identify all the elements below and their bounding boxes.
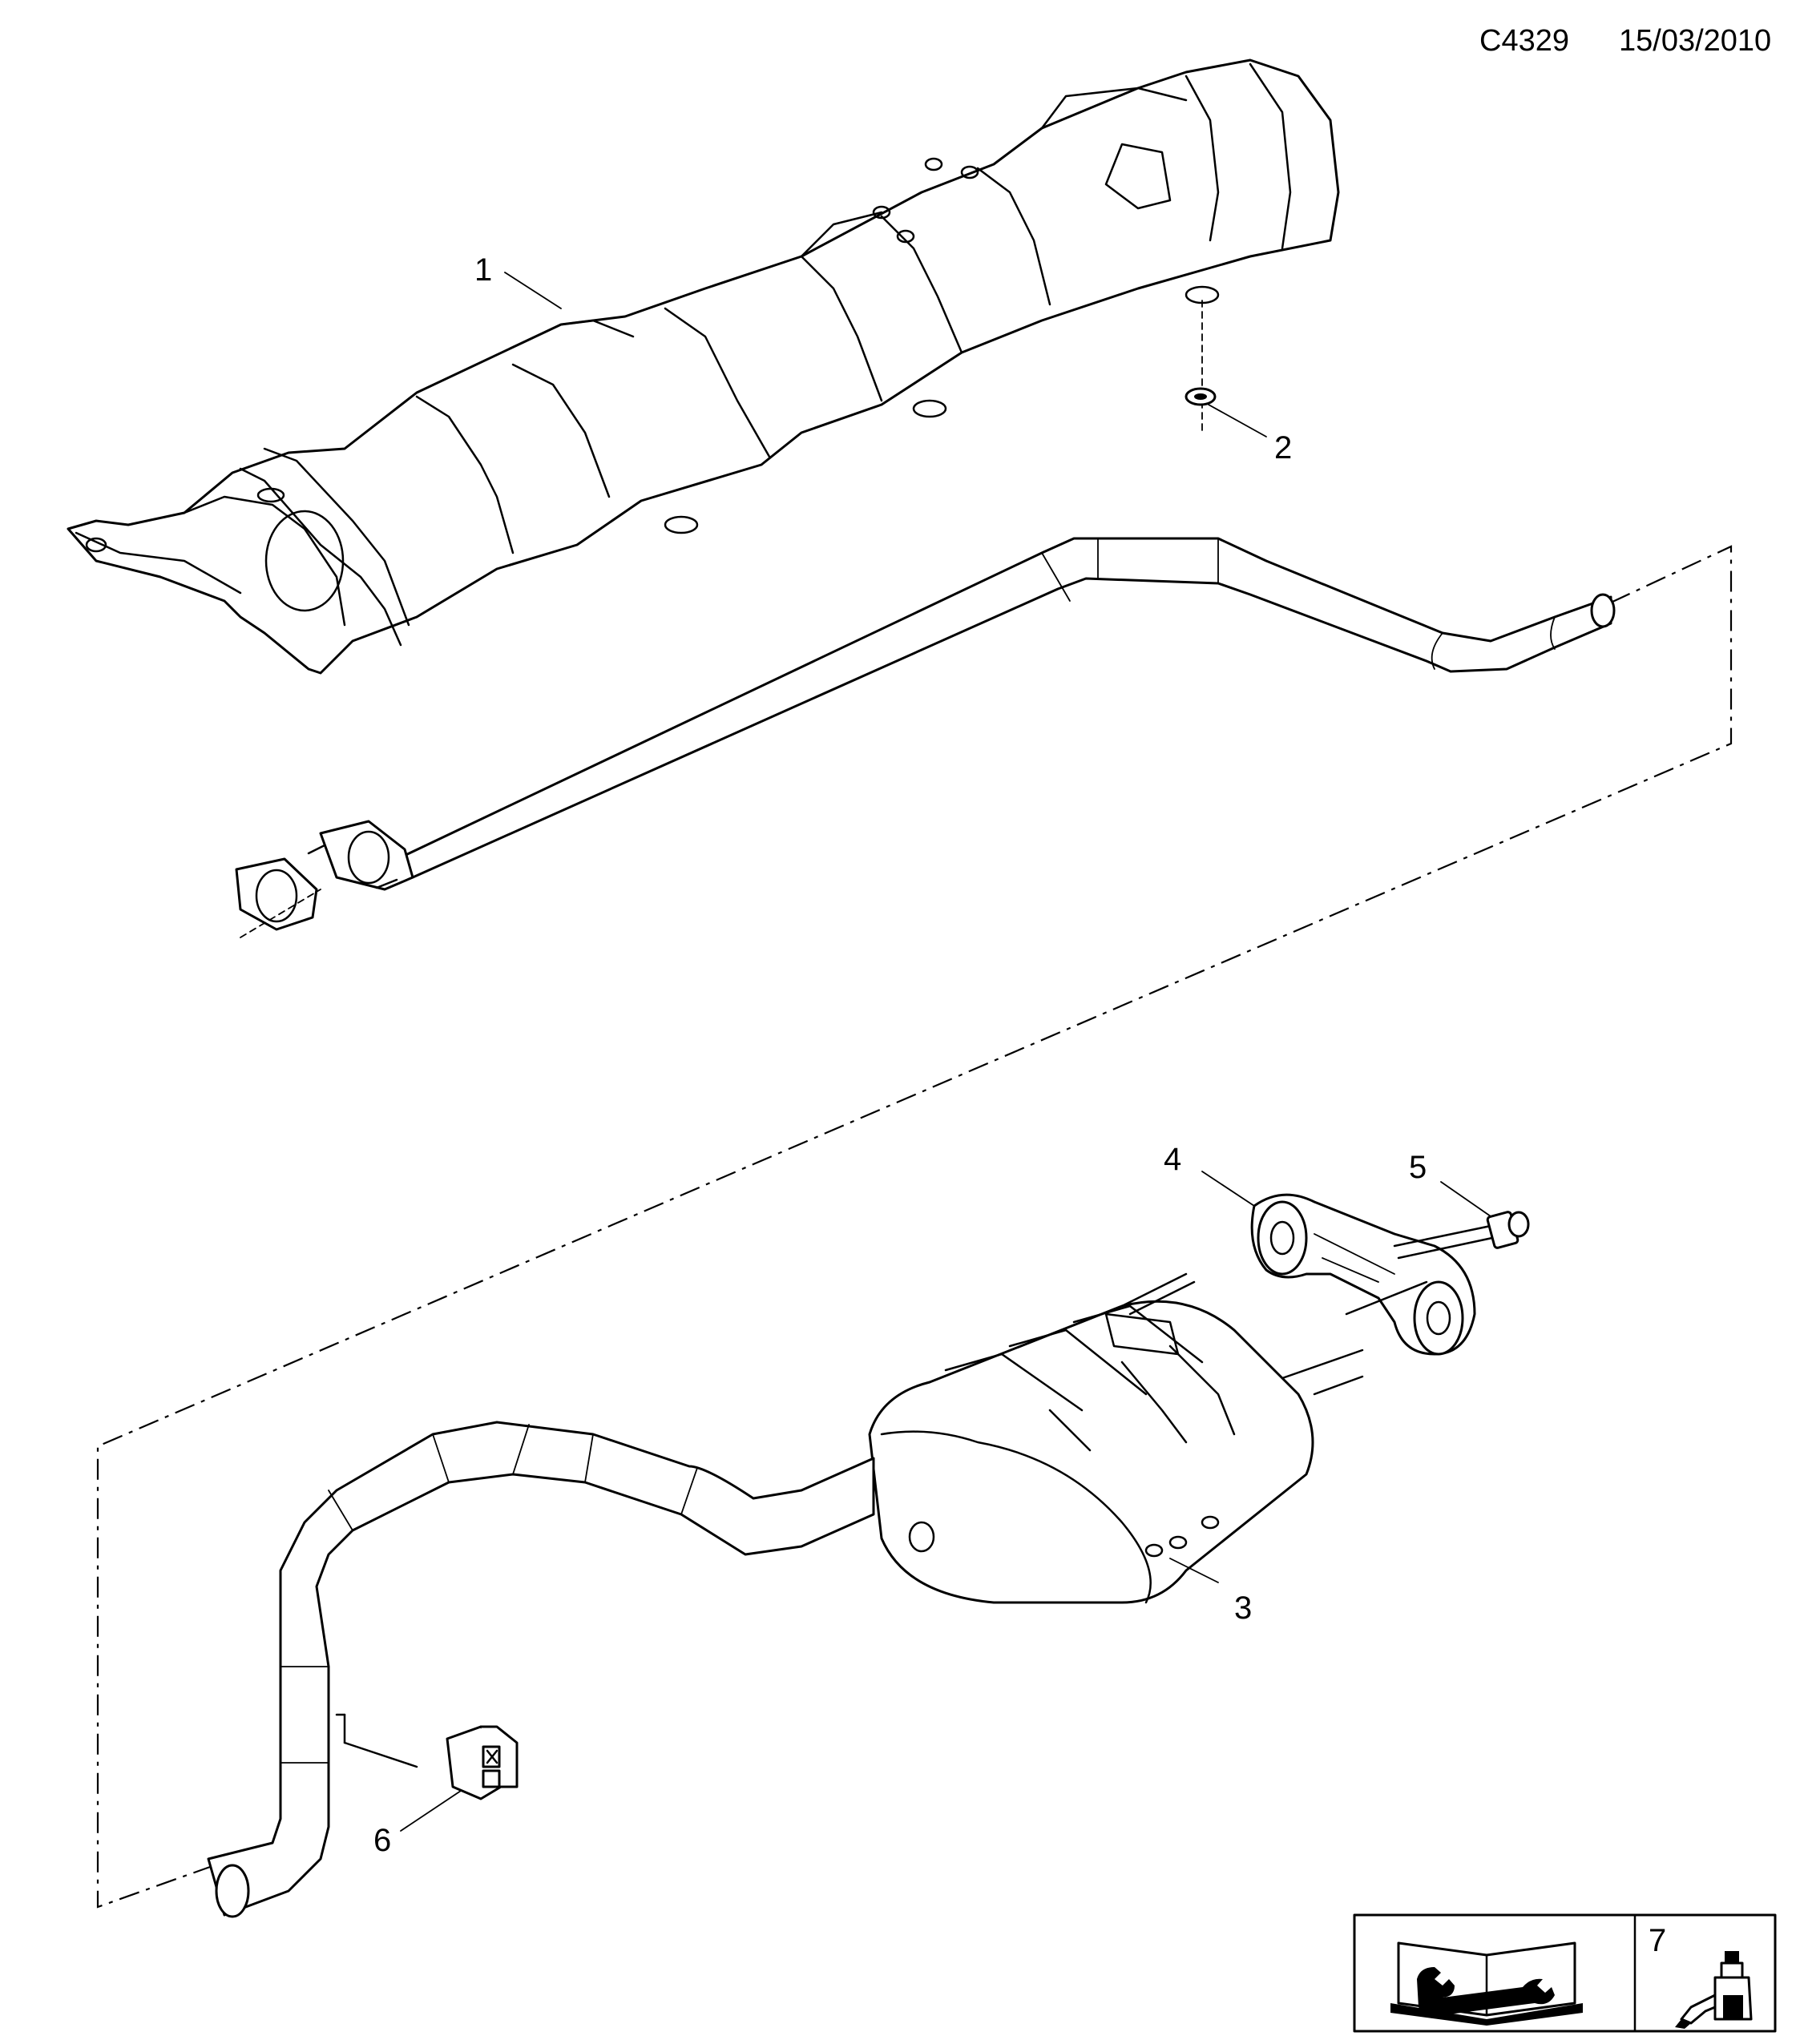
manual-wrench-icon	[1390, 1941, 1583, 2026]
leader-line-4	[1201, 1171, 1255, 1207]
sealant-bottle-icon	[1675, 1951, 1753, 2029]
leader-line-5	[1440, 1181, 1491, 1217]
front-pipe	[235, 537, 1616, 938]
leader-line-6	[400, 1790, 462, 1832]
rubber-mount	[446, 1725, 519, 1800]
nut-clip	[1185, 300, 1217, 433]
heat-shield	[67, 58, 1340, 675]
leader-line-3	[1169, 1558, 1219, 1583]
hanger-bracket	[1250, 1193, 1476, 1356]
leader-line-1	[504, 272, 562, 309]
legend-item-7: 7	[1649, 1923, 1666, 1958]
assembly-guide-line	[96, 545, 1733, 1909]
rear-muffler	[868, 1300, 1314, 1604]
callout-1: 1	[474, 252, 492, 288]
callout-6: 6	[373, 1823, 391, 1858]
drawing-date: 15/03/2010	[1619, 24, 1772, 58]
callout-3: 3	[1234, 1590, 1252, 1626]
bolt	[1393, 1211, 1530, 1260]
rear-pipe	[207, 1272, 1364, 1918]
callout-4: 4	[1164, 1142, 1181, 1177]
callout-2: 2	[1274, 430, 1292, 466]
drawing-code: C4329	[1479, 24, 1569, 58]
legend-box: 7	[1353, 1913, 1777, 2033]
leader-line-2	[1208, 404, 1267, 437]
callout-5: 5	[1409, 1150, 1427, 1185]
